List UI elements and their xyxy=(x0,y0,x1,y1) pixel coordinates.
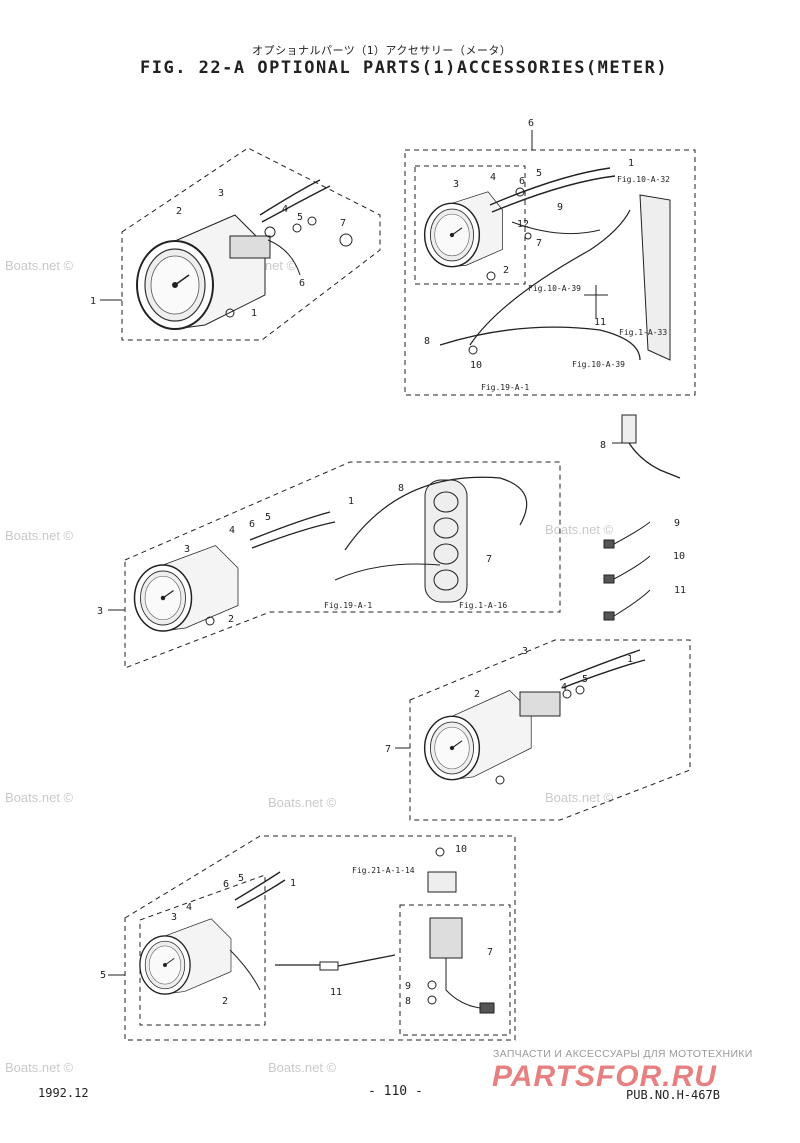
part-callout-number: 5 xyxy=(536,168,542,179)
assembly-group-7 xyxy=(395,639,691,821)
part-callout-number: 10 xyxy=(673,551,685,562)
part-callout-number: 8 xyxy=(600,440,606,451)
part-callout-number: 1 xyxy=(627,654,633,665)
group-1-callouts: 1 2 3 4 5 6 7 1 xyxy=(90,188,346,319)
part-callout-number: 8 xyxy=(405,996,411,1007)
part-callout-number: 3 xyxy=(184,544,190,555)
group-5-references: Fig.21-A-1-14 xyxy=(352,866,415,875)
part-callout-number: 6 xyxy=(249,519,255,530)
part-callout-number: 1 xyxy=(348,496,354,507)
part-callout-number: 5 xyxy=(100,970,106,981)
group-7-callouts: 7 3 2 4 5 1 xyxy=(385,646,633,755)
assembly-group-3 xyxy=(108,461,561,669)
part-callout-number: 5 xyxy=(582,674,588,685)
part-callout-number: 3 xyxy=(97,606,103,617)
part-callout-number: 10 xyxy=(470,360,482,371)
part-callout-number: 6 xyxy=(519,176,525,187)
figure-reference-label: Fig.21-A-1-14 xyxy=(352,866,415,875)
part-callout-number: 11 xyxy=(594,317,606,328)
part-callout-number: 4 xyxy=(490,172,496,183)
part-callout-number: 3 xyxy=(218,188,224,199)
group-6-references: Fig.10-A-32 Fig.10-A-39 Fig.1-A-33 Fig.1… xyxy=(481,175,670,392)
footer-page-number: - 110 - xyxy=(368,1084,423,1099)
part-callout-number: 1 xyxy=(628,158,634,169)
part-callout-number: 2 xyxy=(474,689,480,700)
figure-reference-label: Fig.10-A-32 xyxy=(617,175,670,184)
part-callout-number: 2 xyxy=(176,206,182,217)
watermark: Boats.net © xyxy=(5,258,74,273)
part-callout-number: 3 xyxy=(453,179,459,190)
assembly-group-6 xyxy=(404,130,696,396)
part-callout-number: 2 xyxy=(228,614,234,625)
watermark: Boats.net © xyxy=(545,790,614,805)
part-callout-number: 6 xyxy=(299,278,305,289)
part-callout-number: 7 xyxy=(385,744,391,755)
part-callout-number: 4 xyxy=(229,525,235,536)
part-callout-number: 1 xyxy=(251,308,257,319)
part-callout-number: 11 xyxy=(674,585,686,596)
figure-title: FIG. 22-A OPTIONAL PARTS(1)ACCESSORIES(M… xyxy=(140,58,669,78)
publication-number: PUB.NO.H-467B xyxy=(626,1088,720,1102)
assembly-group-5 xyxy=(108,835,516,1041)
watermark: Boats.net © xyxy=(268,1060,337,1075)
watermark: Boats.net © xyxy=(545,522,614,537)
part-callout-number: 7 xyxy=(340,218,346,229)
watermark: Boats.net © xyxy=(5,790,74,805)
part-callout-number: 7 xyxy=(536,238,542,249)
part-callout-number: 6 xyxy=(528,118,534,129)
group-3-references: Fig.19-A-1 Fig.1-A-16 xyxy=(324,601,507,610)
part-callout-number: 1 xyxy=(90,296,96,307)
part-callout-number: 7 xyxy=(487,947,493,958)
part-callout-number: 4 xyxy=(561,682,567,693)
part-callout-number: 8 xyxy=(398,483,404,494)
footer-date: 1992.12 xyxy=(38,1086,89,1100)
part-callout-number: 5 xyxy=(297,212,303,223)
figure-reference-label: Fig.10-A-39 xyxy=(572,360,625,369)
group-5-callouts: 5 1 3 4 6 5 2 10 7 9 8 11 xyxy=(100,844,493,1007)
japanese-title: オプショナルパーツ（1）アクセサリー（メータ） xyxy=(252,44,512,57)
figure-reference-label: Fig.19-A-1 xyxy=(481,383,529,392)
watermark: Boats.net © xyxy=(5,528,74,543)
part-callout-number: 9 xyxy=(557,202,563,213)
part-callout-number: 5 xyxy=(238,873,244,884)
part-callout-number: 8 xyxy=(424,336,430,347)
part-callout-number: 2 xyxy=(503,265,509,276)
part-callout-number: 12 xyxy=(517,219,529,230)
part-callout-number: 2 xyxy=(222,996,228,1007)
figure-reference-label: Fig.1-A-16 xyxy=(459,601,507,610)
part-callout-number: 3 xyxy=(171,912,177,923)
part-callout-number: 6 xyxy=(223,879,229,890)
figure-reference-label: Fig.10-A-39 xyxy=(528,284,581,293)
watermark: Boats.net © xyxy=(5,1060,74,1075)
part-callout-number: 7 xyxy=(486,554,492,565)
assembly-group-1 xyxy=(100,147,381,341)
loose-parts xyxy=(603,414,681,621)
group-6-callouts: 6 1 2 3 4 5 6 7 9 12 8 10 11 xyxy=(424,118,634,371)
loose-parts-callouts: 8 9 10 11 xyxy=(600,440,686,596)
part-callout-number: 4 xyxy=(282,204,288,215)
part-callout-number: 3 xyxy=(522,646,528,657)
part-callout-number: 9 xyxy=(674,518,680,529)
group-3-callouts: 3 1 8 3 4 6 5 7 2 xyxy=(97,483,492,625)
figure-reference-label: Fig.1-A-33 xyxy=(619,328,667,337)
part-callout-number: 5 xyxy=(265,512,271,523)
site-tagline: ЗАПЧАСТИ И АКСЕССУАРЫ ДЛЯ МОТОТЕХНИКИ xyxy=(493,1048,753,1060)
part-callout-number: 10 xyxy=(455,844,467,855)
part-callout-number: 4 xyxy=(186,902,192,913)
part-callout-number: 1 xyxy=(290,878,296,889)
figure-reference-label: Fig.19-A-1 xyxy=(324,601,372,610)
site-logo[interactable]: PARTSFOR.RU xyxy=(492,1060,717,1093)
part-callout-number: 11 xyxy=(330,987,342,998)
watermark: Boats.net © xyxy=(268,795,337,810)
part-callout-number: 9 xyxy=(405,981,411,992)
